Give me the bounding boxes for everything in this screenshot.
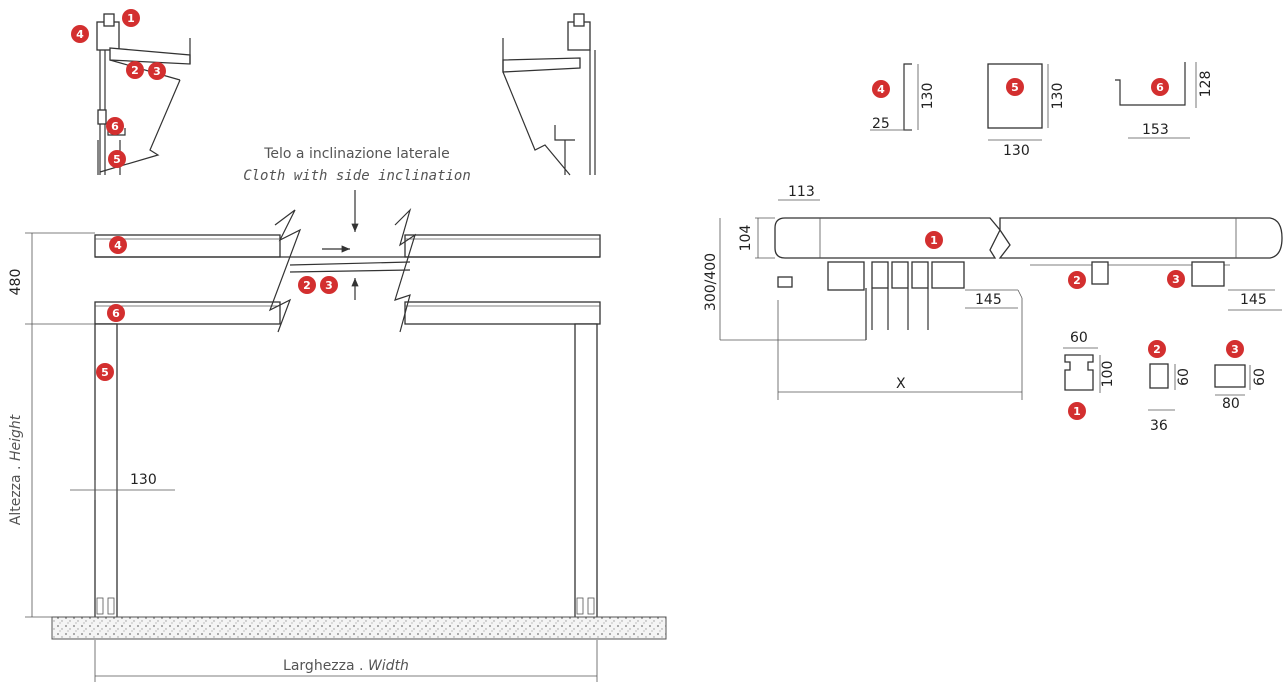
badge-1-top: 1 [122,9,140,27]
badge-1-small: 1 [1068,402,1086,420]
dim-p4-w: 25 [872,116,890,132]
dim-145-left: 145 [975,292,1002,308]
svg-text:6: 6 [112,307,120,320]
svg-text:1: 1 [127,12,135,25]
dim-p1-w: 60 [1070,330,1088,346]
dim-x: X [896,376,906,392]
badge-2-front: 2 [298,276,316,294]
badge-3-small: 3 [1226,340,1244,358]
svg-text:4: 4 [877,83,885,96]
width-label-en: Width [368,658,409,674]
svg-text:5: 5 [113,153,121,166]
badge-5-profile: 5 [1006,78,1024,96]
svg-text:1: 1 [930,234,938,247]
width-label: Larghezza . Width [283,658,409,674]
svg-text:5: 5 [1011,81,1019,94]
beam-section [719,199,1283,400]
badge-4-front: 4 [109,236,127,254]
badge-6-front: 6 [107,304,125,322]
svg-text:1: 1 [1073,405,1081,418]
width-label-it: Larghezza [283,658,355,674]
width-label-sep: . [355,658,368,674]
height-label: Altezza . Height [8,414,24,525]
dim-p4-h: 130 [920,83,936,110]
dim-p2-w: 36 [1150,418,1168,434]
dim-113: 113 [788,184,815,200]
dim-p5-h: 130 [1050,83,1066,110]
svg-text:2: 2 [131,64,139,77]
side-view-right [502,13,596,176]
main-dimension-lines [25,232,598,682]
badge-2-small: 2 [1148,340,1166,358]
svg-text:3: 3 [1231,343,1239,356]
badge-2-top: 2 [126,61,144,79]
badge-6-profile: 6 [1151,78,1169,96]
dim-p1-h: 100 [1100,361,1116,388]
badge-4-profile: 4 [872,80,890,98]
badge-3-front: 3 [320,276,338,294]
svg-text:4: 4 [76,28,84,41]
dim-145-right: 145 [1240,292,1267,308]
small-profiles [1063,347,1251,411]
caption-arrows [322,190,359,300]
svg-text:2: 2 [1073,274,1081,287]
caption-it: Telo a inclinazione laterale [263,146,450,162]
dim-post-130: 130 [130,472,157,488]
badge-4-top: 4 [71,25,89,43]
height-label-it: Altezza [8,474,24,525]
badge-2-section: 2 [1068,271,1086,289]
badge-1-section: 1 [925,231,943,249]
svg-text:2: 2 [1153,343,1161,356]
svg-text:6: 6 [111,120,119,133]
side-view-left [96,13,191,175]
dim-p6-w: 153 [1142,122,1169,138]
caption-en: Cloth with side inclination [243,168,471,184]
dim-480: 480 [8,269,24,296]
badge-3-section: 3 [1167,270,1185,288]
svg-text:6: 6 [1156,81,1164,94]
height-label-sep: . [8,461,24,474]
dim-104: 104 [738,225,754,252]
badge-3-top: 3 [148,62,166,80]
badge-6-top: 6 [106,117,124,135]
dim-p6-h: 128 [1198,71,1214,98]
dim-p5-w: 130 [1003,143,1030,159]
svg-text:5: 5 [101,366,109,379]
svg-text:3: 3 [325,279,333,292]
badge-5-front: 5 [96,363,114,381]
front-view [51,207,667,640]
svg-text:3: 3 [153,65,161,78]
dim-300-400: 300/400 [703,253,719,311]
badge-5-top: 5 [108,150,126,168]
dim-p3-h: 60 [1252,368,1268,386]
dim-p3-w: 80 [1222,396,1240,412]
svg-text:3: 3 [1172,273,1180,286]
svg-text:4: 4 [114,239,122,252]
height-label-en: Height [8,414,24,461]
dim-p2-h: 60 [1176,368,1192,386]
svg-text:2: 2 [303,279,311,292]
